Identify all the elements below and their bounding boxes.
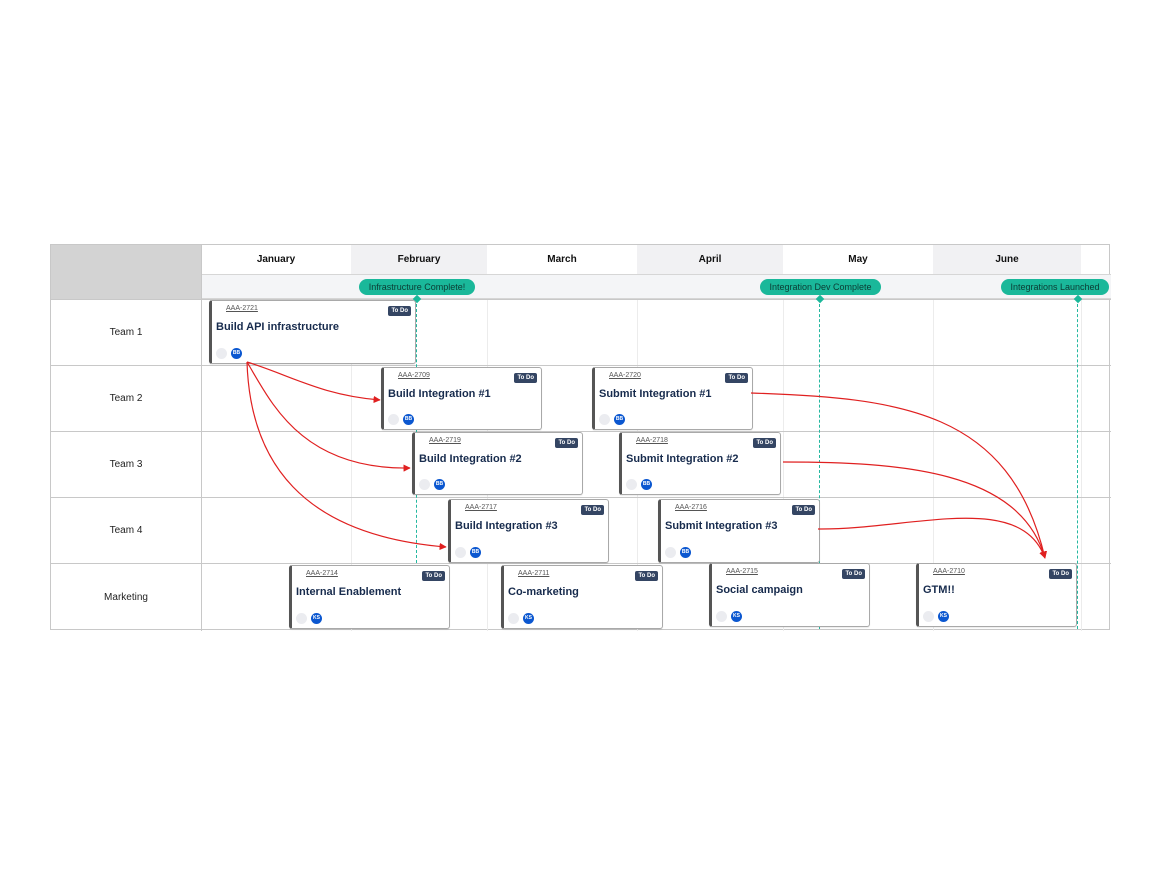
card-aaa-2716[interactable]: AAA-2716 To Do Submit Integration #3 BB <box>658 499 820 563</box>
card-title: GTM!! <box>923 584 955 596</box>
assignee-avatar[interactable]: BB <box>434 479 445 490</box>
milestone-band <box>201 274 1111 299</box>
issue-key[interactable]: AAA-2719 <box>429 437 461 444</box>
status-badge: To Do <box>581 505 604 515</box>
card-aaa-2711[interactable]: AAA-2711 To Do Co-marketing KS <box>501 565 663 629</box>
lane-row-team-2 <box>201 365 1111 431</box>
status-badge: To Do <box>514 373 537 383</box>
month-february: February <box>351 245 487 274</box>
issue-key[interactable]: AAA-2711 <box>518 570 550 577</box>
month-march: March <box>547 254 577 265</box>
status-badge: To Do <box>555 438 578 448</box>
milestone-line <box>416 299 417 563</box>
lane-label-marketing: Marketing <box>51 563 201 631</box>
lane-row-team-3 <box>201 431 1111 497</box>
placeholder-avatar <box>419 479 430 490</box>
card-title: Submit Integration #3 <box>665 520 778 532</box>
card-title: Build Integration #2 <box>419 453 522 465</box>
month-january: January <box>256 254 296 265</box>
card-title: Submit Integration #1 <box>599 388 712 400</box>
card-aaa-2715[interactable]: AAA-2715 To Do Social campaign KS <box>709 563 870 627</box>
lane-row-team-1 <box>201 299 1111 365</box>
assignee-avatar[interactable]: BB <box>641 479 652 490</box>
timeline-board: January February March April May June Te… <box>50 244 1111 631</box>
lane-label-team-4: Team 4 <box>51 497 201 563</box>
issue-key[interactable]: AAA-2715 <box>726 568 758 575</box>
card-title: Build Integration #1 <box>388 388 491 400</box>
card-title: Internal Enablement <box>296 586 402 598</box>
lane-divider <box>201 245 202 631</box>
placeholder-avatar <box>455 547 466 558</box>
status-badge: To Do <box>1049 569 1072 579</box>
issue-key[interactable]: AAA-2718 <box>636 437 668 444</box>
assignee-avatar[interactable]: KS <box>523 613 534 624</box>
month-may: May <box>848 254 868 265</box>
assignee-avatar[interactable]: BB <box>403 414 414 425</box>
card-title: Build Integration #3 <box>455 520 558 532</box>
assignee-avatar[interactable]: KS <box>731 611 742 622</box>
assignee-avatar[interactable]: BB <box>470 547 481 558</box>
milestone-integrations-launched[interactable]: Integrations Launched <box>1001 279 1109 295</box>
assignee-avatar[interactable]: BB <box>231 348 242 359</box>
card-aaa-2717[interactable]: AAA-2717 To Do Build Integration #3 BB <box>448 499 609 563</box>
card-aaa-2719[interactable]: AAA-2719 To Do Build Integration #2 BB <box>412 432 583 495</box>
card-aaa-2714[interactable]: AAA-2714 To Do Internal Enablement KS <box>289 565 450 629</box>
status-badge: To Do <box>842 569 865 579</box>
assignee-avatar[interactable]: KS <box>311 613 322 624</box>
issue-key[interactable]: AAA-2721 <box>226 305 258 312</box>
card-title: Build API infrastructure <box>216 321 340 333</box>
issue-key[interactable]: AAA-2720 <box>609 372 641 379</box>
status-badge: To Do <box>422 571 445 581</box>
issue-key[interactable]: AAA-2716 <box>675 504 707 511</box>
issue-key[interactable]: AAA-2717 <box>465 504 497 511</box>
lane-label-team-3: Team 3 <box>51 431 201 497</box>
assignee-avatar[interactable]: BB <box>680 547 691 558</box>
placeholder-avatar <box>508 613 519 624</box>
gridline <box>1081 299 1082 631</box>
lane-label-team-2: Team 2 <box>51 365 201 431</box>
card-aaa-2709[interactable]: AAA-2709 To Do Build Integration #1 BB <box>381 367 542 430</box>
status-badge: To Do <box>388 306 411 316</box>
card-aaa-2710[interactable]: AAA-2710 To Do GTM!! KS <box>916 563 1077 627</box>
lane-label-team-1: Team 1 <box>51 299 201 365</box>
placeholder-avatar <box>388 414 399 425</box>
card-title: Co-marketing <box>508 586 579 598</box>
card-title: Social campaign <box>716 584 803 596</box>
placeholder-avatar <box>216 348 227 359</box>
placeholder-avatar <box>599 414 610 425</box>
issue-key[interactable]: AAA-2709 <box>398 372 430 379</box>
issue-key[interactable]: AAA-2710 <box>933 568 965 575</box>
status-badge: To Do <box>753 438 776 448</box>
milestone-integration-dev-complete[interactable]: Integration Dev Complete <box>760 279 881 295</box>
status-badge: To Do <box>725 373 748 383</box>
assignee-avatar[interactable]: BB <box>614 414 625 425</box>
card-aaa-2721[interactable]: AAA-2721 To Do Build API infrastructure … <box>209 300 416 364</box>
milestone-infrastructure-complete[interactable]: Infrastructure Complete! <box>359 279 475 295</box>
placeholder-avatar <box>665 547 676 558</box>
placeholder-avatar <box>716 611 727 622</box>
assignee-avatar[interactable]: KS <box>938 611 949 622</box>
issue-key[interactable]: AAA-2714 <box>306 570 338 577</box>
lane-row-team-4 <box>201 497 1111 563</box>
header-corner <box>51 245 201 299</box>
month-april: April <box>637 245 783 274</box>
placeholder-avatar <box>626 479 637 490</box>
placeholder-avatar <box>296 613 307 624</box>
card-aaa-2718[interactable]: AAA-2718 To Do Submit Integration #2 BB <box>619 432 781 495</box>
milestone-line <box>1077 299 1078 629</box>
status-badge: To Do <box>792 505 815 515</box>
lane-row-marketing <box>201 563 1111 631</box>
placeholder-avatar <box>923 611 934 622</box>
status-badge: To Do <box>635 571 658 581</box>
card-title: Submit Integration #2 <box>626 453 739 465</box>
card-aaa-2720[interactable]: AAA-2720 To Do Submit Integration #1 BB <box>592 367 753 430</box>
month-june: June <box>933 245 1081 274</box>
